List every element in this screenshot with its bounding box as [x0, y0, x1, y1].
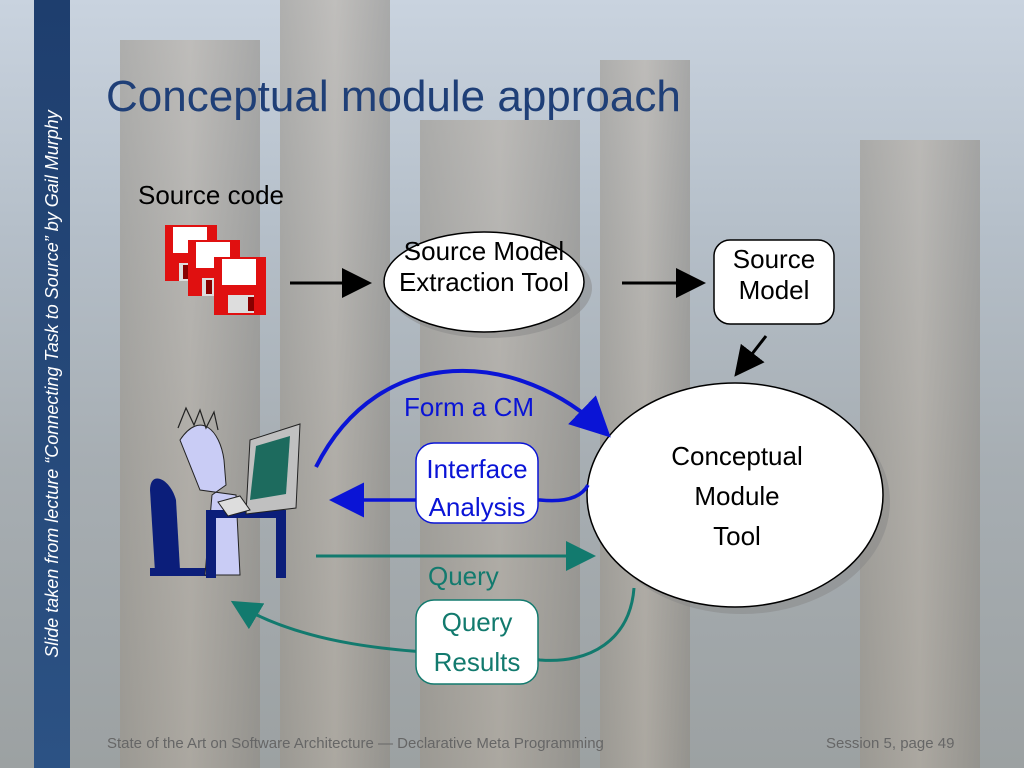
source-model-node: [713, 239, 835, 325]
interface-analysis-label: Interface Analysis: [416, 450, 538, 526]
floppy-disks-icon: [165, 225, 266, 315]
extraction-tool-label: Source Model Extraction Tool: [384, 236, 584, 298]
source-code-label: Source code: [138, 180, 284, 210]
user-at-computer-icon: [150, 406, 301, 578]
query-results-node: [415, 599, 539, 685]
extraction-tool-line-2: Extraction Tool: [398, 267, 570, 297]
source-model-label: Source Model: [714, 244, 834, 306]
source-model-line-1: Source: [732, 244, 816, 274]
arrow-model-to-cmtool: [734, 335, 768, 377]
footer-page-number: Session 5, page 49: [826, 735, 955, 752]
cm-tool-line-2: Module: [694, 481, 780, 511]
sidebar-band: [34, 0, 70, 768]
cm-tool-line-1: Conceptual: [671, 441, 803, 471]
source-model-line-2: Model: [738, 275, 810, 305]
interface-analysis-line-2: Analysis: [428, 492, 526, 522]
interface-analysis-arrow: [329, 482, 590, 518]
cm-tool-line-3: Tool: [713, 521, 761, 551]
extraction-tool-node: [383, 231, 585, 333]
cm-tool-label: Conceptual Module Tool: [637, 436, 837, 556]
extraction-tool-line-1: Source Model: [403, 236, 565, 266]
slide-title: Conceptual module approach: [106, 72, 681, 121]
query-results-label: Query Results: [416, 602, 538, 682]
interface-analysis-line-1: Interface: [426, 454, 528, 484]
interface-analysis-node: [415, 442, 539, 524]
form-cm-arrow: [314, 368, 611, 468]
query-results-line-2: Results: [433, 647, 521, 677]
form-cm-label: Form a CM: [404, 392, 534, 422]
cm-tool-node: [586, 382, 884, 608]
query-results-line-1: Query: [441, 607, 513, 637]
query-label: Query: [428, 561, 499, 591]
footer-course-title: State of the Art on Software Architectur…: [107, 735, 604, 752]
